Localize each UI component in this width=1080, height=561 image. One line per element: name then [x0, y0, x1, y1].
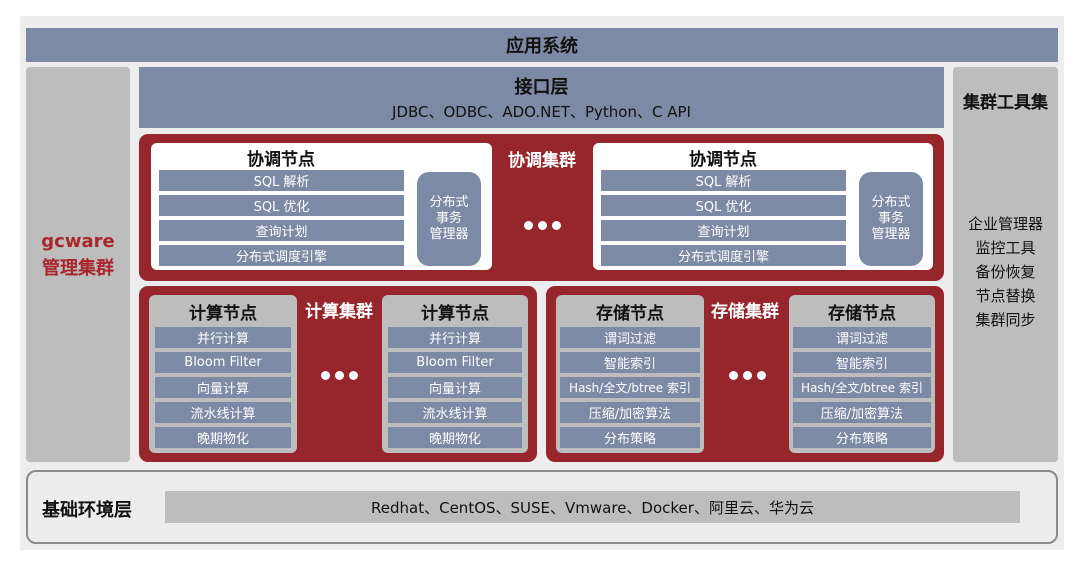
tx-manager-line: 分布式 [429, 195, 469, 210]
ellipsis-dot [743, 371, 752, 380]
compute-cluster-ellipsis [321, 371, 358, 380]
compute-row: Bloom Filter [155, 352, 291, 373]
ellipsis-dot [524, 221, 533, 230]
coord-node-card-right: 协调节点 SQL 解析 SQL 优化 查询计划 分布式调度引擎 分布式 事务 管… [593, 143, 933, 270]
compute-row: Bloom Filter [388, 352, 522, 373]
app-system-label: 应用系统 [506, 36, 578, 57]
toolset-item: 监控工具 [975, 239, 1036, 257]
tx-manager-line: 事务 [877, 211, 904, 226]
coord-node-title: 协调节点 [689, 150, 757, 170]
coord-row: 分布式调度引擎 [601, 245, 846, 266]
coord-node-title: 协调节点 [247, 150, 315, 170]
interface-layer: 接口层 JDBC、ODBC、ADO.NET、Python、C API [139, 67, 944, 128]
coord-cluster-label: 协调集群 [508, 151, 576, 171]
coord-row: SQL 解析 [159, 170, 404, 191]
toolset-item: 节点替换 [975, 287, 1036, 305]
coord-node-card-left: 协调节点 SQL 解析 SQL 优化 查询计划 分布式调度引擎 分布式 事务 管… [151, 143, 492, 270]
storage-row: 分布策略 [793, 427, 931, 448]
toolset-title: 集群工具集 [963, 93, 1048, 113]
compute-row: 并行计算 [155, 327, 291, 348]
coord-row: 查询计划 [601, 220, 846, 241]
gcware-column [26, 67, 130, 462]
app-system-bar: 应用系统 [26, 28, 1058, 62]
toolset-item: 企业管理器 [967, 215, 1043, 233]
storage-row: 压缩/加密算法 [793, 402, 931, 423]
tx-manager-line: 分布式 [871, 195, 911, 210]
coord-row: 查询计划 [159, 220, 404, 241]
compute-row: 流水线计算 [388, 402, 522, 423]
storage-node-card-left: 存储节点 谓词过滤 智能索引 Hash/全文/btree 索引 压缩/加密算法 … [556, 295, 704, 453]
tx-manager-line: 管理器 [429, 227, 469, 242]
coord-row: SQL 解析 [601, 170, 846, 191]
coord-row: 分布式调度引擎 [159, 245, 404, 266]
compute-node-title: 计算节点 [189, 304, 257, 324]
base-layer-title: 基础环境层 [42, 500, 132, 521]
toolset-item: 集群同步 [975, 311, 1036, 329]
compute-row: 晚期物化 [388, 427, 522, 448]
compute-node-card-right: 计算节点 并行计算 Bloom Filter 向量计算 流水线计算 晚期物化 [382, 295, 528, 453]
interface-layer-subtitle: JDBC、ODBC、ADO.NET、Python、C API [392, 103, 691, 121]
storage-row: 智能索引 [560, 352, 700, 373]
coord-cluster-ellipsis [524, 221, 561, 230]
compute-row: 并行计算 [388, 327, 522, 348]
interface-layer-title: 接口层 [514, 77, 569, 98]
coord-row: SQL 优化 [601, 195, 846, 216]
storage-row: Hash/全文/btree 索引 [560, 377, 700, 398]
distributed-tx-manager-box: 分布式 事务 管理器 [859, 172, 923, 266]
ellipsis-dot [538, 221, 547, 230]
ellipsis-dot [335, 371, 344, 380]
compute-row: 向量计算 [155, 377, 291, 398]
gcware-label: gcware 管理集群 [26, 228, 130, 282]
storage-node-title: 存储节点 [828, 304, 896, 324]
ellipsis-dot [729, 371, 738, 380]
toolset-item: 备份恢复 [975, 263, 1036, 281]
base-layer-content: Redhat、CentOS、SUSE、Vmware、Docker、阿里云、华为云 [165, 491, 1020, 523]
storage-cluster-ellipsis [729, 371, 766, 380]
gcware-label-line2: 管理集群 [42, 258, 114, 279]
tx-manager-line: 事务 [435, 211, 462, 226]
toolset-column [953, 67, 1058, 462]
storage-row: 智能索引 [793, 352, 931, 373]
ellipsis-dot [757, 371, 766, 380]
base-layer: 基础环境层 Redhat、CentOS、SUSE、Vmware、Docker、阿… [26, 470, 1058, 544]
ellipsis-dot [321, 371, 330, 380]
compute-cluster-label: 计算集群 [305, 302, 373, 322]
tx-manager-line: 管理器 [871, 227, 911, 242]
storage-row: 谓词过滤 [560, 327, 700, 348]
storage-node-title: 存储节点 [596, 304, 664, 324]
compute-row: 晚期物化 [155, 427, 291, 448]
gcware-label-line1: gcware [41, 231, 115, 252]
storage-cluster-label: 存储集群 [711, 302, 779, 322]
ellipsis-dot [552, 221, 561, 230]
storage-row: 谓词过滤 [793, 327, 931, 348]
toolset-list: 企业管理器 监控工具 备份恢复 节点替换 集群同步 [953, 212, 1058, 332]
storage-row: Hash/全文/btree 索引 [793, 377, 931, 398]
compute-node-title: 计算节点 [421, 304, 489, 324]
storage-row: 压缩/加密算法 [560, 402, 700, 423]
storage-row: 分布策略 [560, 427, 700, 448]
compute-row: 向量计算 [388, 377, 522, 398]
ellipsis-dot [349, 371, 358, 380]
coord-row: SQL 优化 [159, 195, 404, 216]
compute-node-card-left: 计算节点 并行计算 Bloom Filter 向量计算 流水线计算 晚期物化 [149, 295, 297, 453]
distributed-tx-manager-box: 分布式 事务 管理器 [417, 172, 481, 266]
storage-node-card-right: 存储节点 谓词过滤 智能索引 Hash/全文/btree 索引 压缩/加密算法 … [789, 295, 935, 453]
compute-row: 流水线计算 [155, 402, 291, 423]
